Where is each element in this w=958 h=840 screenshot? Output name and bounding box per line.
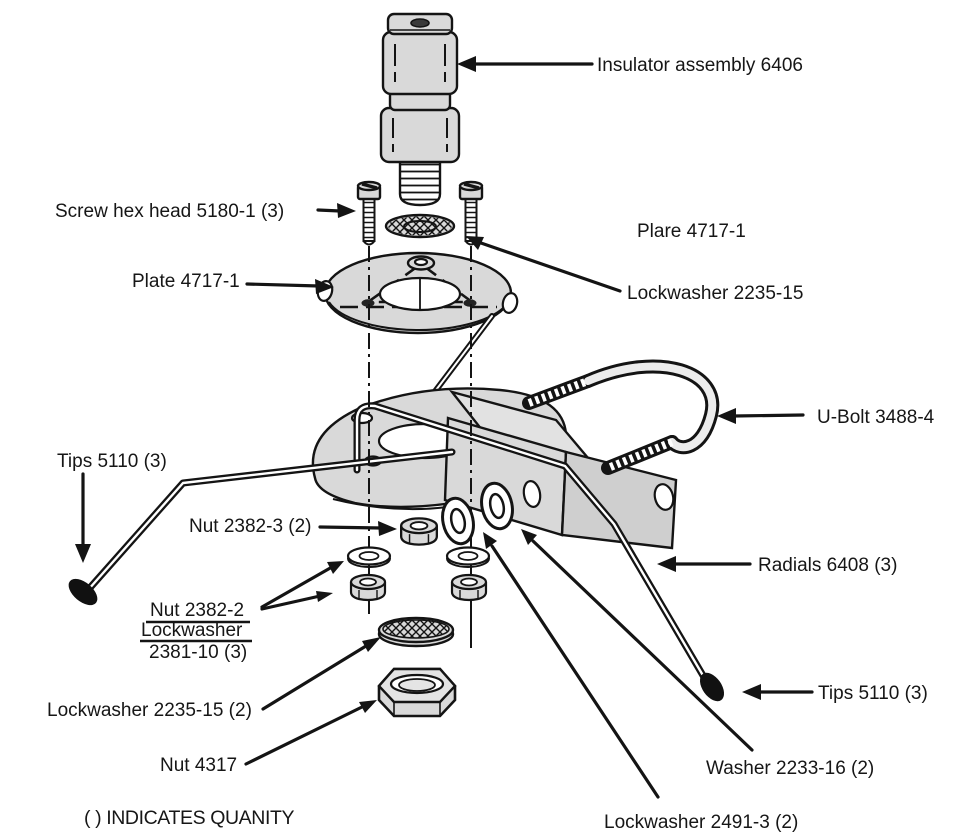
label-nut-2382-2-line3: 2381-10 (3) [149, 642, 247, 663]
radial-tip-right [699, 672, 725, 702]
label-u-bolt: U-Bolt 3488-4 [817, 407, 935, 428]
lockwasher-hatched-drawing [377, 616, 455, 648]
mounting-plate-drawing [316, 251, 519, 335]
u-bolt-drawing [522, 359, 720, 475]
leader-insulator [457, 56, 594, 72]
leader-lockwasher-2491-3 [483, 532, 660, 799]
leader-tips-left [75, 472, 91, 563]
label-tips-right: Tips 5110 (3) [818, 683, 928, 704]
label-insulator: Insulator assembly 6406 [597, 55, 803, 76]
leader-nut-2382-3 [318, 521, 397, 536]
label-plare: Plare 4717-1 [637, 221, 746, 242]
label-washer-2233-16: Washer 2233-16 (2) [706, 758, 874, 779]
label-screw-hex-head: Screw hex head 5180-1 (3) [55, 201, 284, 222]
label-plate: Plate 4717-1 [132, 271, 240, 292]
washer-stack-right [445, 546, 491, 602]
leader-lockwasher-2235-15-2 [261, 637, 381, 711]
leader-tips-right [742, 684, 814, 700]
leader-lockwasher-2235-15 [466, 236, 622, 293]
leader-nut-2382-2-upper [260, 561, 344, 609]
label-nut-4317: Nut 4317 [160, 755, 237, 776]
label-lockwasher-2235-15-2: Lockwasher 2235-15 (2) [47, 700, 252, 721]
leader-u-bolt [717, 408, 805, 424]
top-lockwasher-drawing [384, 213, 456, 239]
label-nut-2382-2-line2: Lockwasher [141, 620, 243, 641]
leader-radials [657, 556, 752, 572]
insulator-assembly-drawing [379, 12, 461, 207]
leader-nut-2382-2-lower [260, 591, 333, 611]
label-radials: Radials 6408 (3) [758, 555, 897, 576]
quantity-note: ( ) INDICATES QUANITY [84, 807, 294, 829]
screw-right-drawing [458, 180, 484, 246]
label-lockwasher-2235-15: Lockwasher 2235-15 [627, 283, 803, 304]
radial-left-drawing [84, 448, 456, 594]
radial-right-drawing [353, 402, 712, 688]
leader-nut-4317 [244, 700, 377, 766]
bracket-drawing [443, 389, 678, 550]
leader-plate [245, 279, 334, 294]
label-nut-2382-2-line1: Nut 2382-2 [150, 600, 244, 621]
label-lockwasher-2491-3: Lockwasher 2491-3 (2) [604, 812, 798, 833]
label-nut-2382-3: Nut 2382-3 (2) [189, 516, 312, 537]
nut-4317-drawing [377, 667, 457, 718]
nut-2382-3-drawing [399, 517, 439, 546]
radial-tip-left [68, 578, 98, 606]
leader-screw-hex-head [316, 203, 356, 218]
screw-left-drawing [356, 180, 382, 246]
label-tips-left: Tips 5110 (3) [57, 451, 167, 472]
leader-washer-2233-16 [521, 529, 754, 752]
